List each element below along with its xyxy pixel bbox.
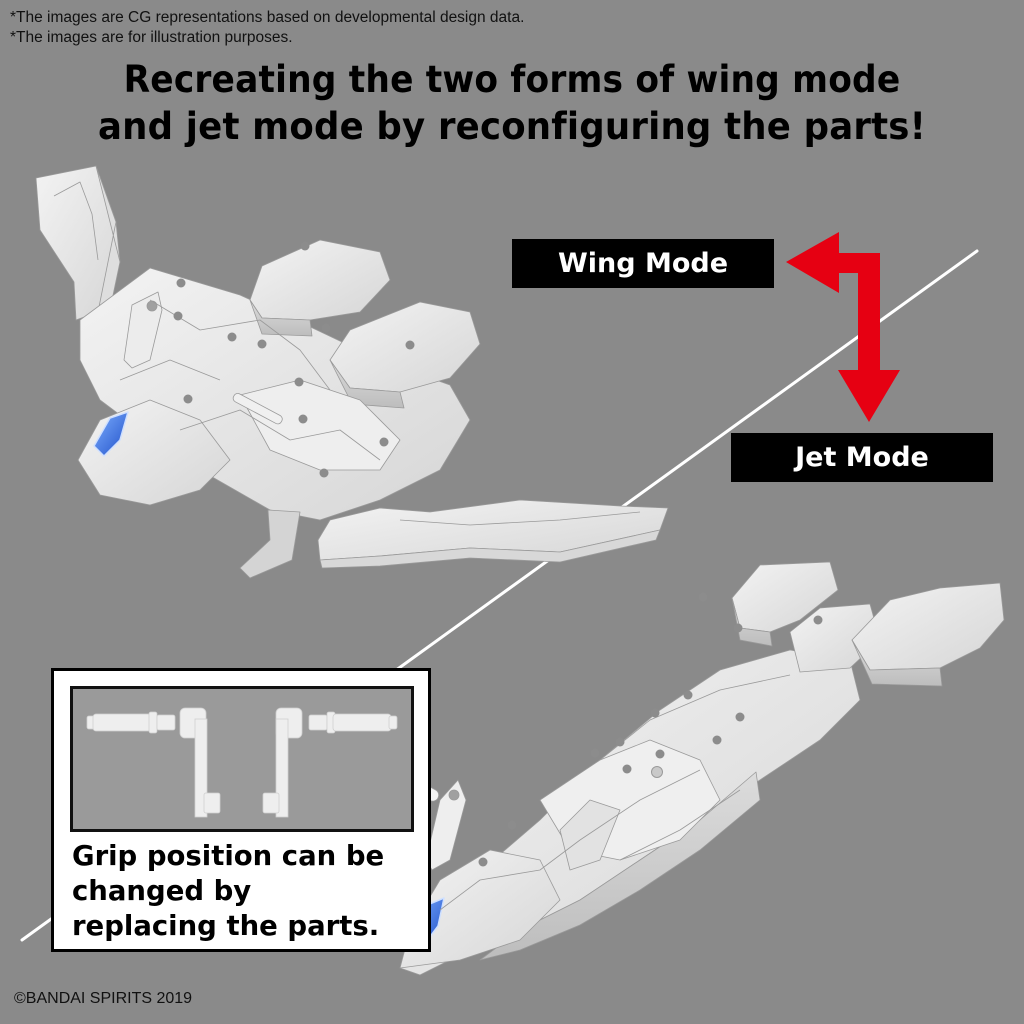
copyright-notice: ©BANDAI SPIRITS 2019	[14, 990, 193, 1007]
grip-callout-panel: Grip position can be changed by replacin…	[51, 668, 431, 952]
wing-mode-label: Wing Mode	[512, 239, 774, 288]
jet-mode-text: Jet Mode	[795, 442, 929, 473]
arrow-to-wing-mode	[786, 232, 900, 422]
wing-mode-model	[35, 165, 669, 579]
grip-parts-image	[70, 686, 414, 832]
grip-pin-right-icon	[308, 711, 398, 734]
jet-mode-peg-holes	[478, 592, 823, 867]
wing-mode-text: Wing Mode	[557, 248, 729, 279]
headline-line-2: and jet mode by reconfiguring the parts!	[97, 105, 927, 148]
headline: Recreating the two forms of wing mode an…	[0, 56, 1024, 150]
disclaimer-line-1: *The images are CG representations based…	[10, 9, 525, 26]
wing-mode-peg-holes	[173, 241, 415, 478]
jet-mode-label: Jet Mode	[731, 433, 993, 482]
disclaimer-line-2: *The images are for illustration purpose…	[10, 29, 293, 46]
jet-mode-model	[398, 561, 1005, 976]
grip-callout-text: Grip position can be changed by replacin…	[72, 839, 384, 944]
headline-line-1: Recreating the two forms of wing mode	[123, 58, 901, 101]
grip-pin-left-icon	[86, 711, 176, 734]
grip-crank-left-icon	[179, 707, 221, 818]
mode-switch-arrow-icon	[786, 232, 900, 422]
grip-crank-right-icon	[262, 707, 303, 818]
grip-text-line-2: changed by	[72, 875, 252, 907]
grip-parts-illustration	[86, 707, 398, 818]
disclaimer: *The images are CG representations based…	[10, 8, 524, 48]
grip-text-line-3: replacing the parts.	[72, 910, 380, 942]
grip-text-line-1: Grip position can be	[72, 840, 385, 872]
